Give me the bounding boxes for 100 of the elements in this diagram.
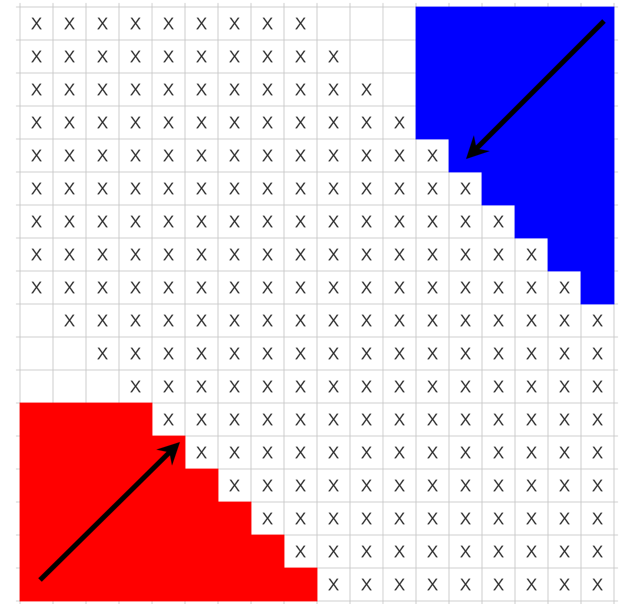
cell-mark: X xyxy=(328,546,339,558)
cell-mark: X xyxy=(526,480,537,492)
cell-mark: X xyxy=(64,314,75,326)
cell-mark: X xyxy=(394,348,405,360)
cell-mark: X xyxy=(31,50,42,62)
cell-mark: X xyxy=(229,414,240,426)
cell-mark: X xyxy=(196,248,207,260)
cell-mark: X xyxy=(64,18,75,30)
cell-mark: X xyxy=(31,282,42,294)
cell-mark: X xyxy=(559,480,570,492)
cell-mark: X xyxy=(262,116,273,128)
cell-mark: X xyxy=(64,50,75,62)
cell-mark: X xyxy=(196,380,207,392)
cell-mark: X xyxy=(229,380,240,392)
cell-mark: X xyxy=(163,116,174,128)
cell-mark: X xyxy=(493,578,504,590)
cell-mark: X xyxy=(262,414,273,426)
cell-mark: X xyxy=(130,216,141,228)
cell-mark: X xyxy=(196,348,207,360)
cell-mark: X xyxy=(130,84,141,96)
cell-mark: X xyxy=(196,282,207,294)
cell-mark: X xyxy=(361,84,372,96)
cell-mark: X xyxy=(361,380,372,392)
cell-mark: X xyxy=(229,116,240,128)
cell-mark: X xyxy=(460,546,471,558)
cell-mark: X xyxy=(460,314,471,326)
cell-mark: X xyxy=(526,578,537,590)
cell-mark: X xyxy=(592,314,603,326)
cell-mark: X xyxy=(163,314,174,326)
cell-mark: X xyxy=(526,380,537,392)
cell-mark: X xyxy=(361,546,372,558)
cell-mark: X xyxy=(196,150,207,162)
cell-mark: X xyxy=(130,314,141,326)
cell-mark: X xyxy=(229,282,240,294)
cell-mark: X xyxy=(328,50,339,62)
cell-mark: X xyxy=(460,480,471,492)
cell-mark: X xyxy=(328,248,339,260)
cell-mark: X xyxy=(163,150,174,162)
cell-mark: X xyxy=(163,282,174,294)
cell-mark: X xyxy=(97,150,108,162)
cell-mark: X xyxy=(229,348,240,360)
cell-mark: X xyxy=(361,216,372,228)
cell-mark: X xyxy=(262,380,273,392)
cell-mark: X xyxy=(31,182,42,194)
cell-mark: X xyxy=(295,248,306,260)
cell-mark: X xyxy=(163,18,174,30)
cell-mark: X xyxy=(163,84,174,96)
cell-mark: X xyxy=(493,414,504,426)
cell-mark: X xyxy=(163,414,174,426)
cell-mark: X xyxy=(493,216,504,228)
cell-mark: X xyxy=(196,314,207,326)
cell-mark: X xyxy=(31,116,42,128)
cell-mark: X xyxy=(328,116,339,128)
cell-mark: X xyxy=(493,480,504,492)
cell-mark: X xyxy=(97,18,108,30)
cell-mark: X xyxy=(64,248,75,260)
cell-mark: X xyxy=(493,348,504,360)
cell-mark: X xyxy=(262,50,273,62)
cell-mark: X xyxy=(262,480,273,492)
cell-mark: X xyxy=(427,182,438,194)
cell-mark: X xyxy=(592,512,603,524)
cell-mark: X xyxy=(31,84,42,96)
cell-mark: X xyxy=(592,546,603,558)
cell-mark: X xyxy=(262,512,273,524)
cell-mark: X xyxy=(427,546,438,558)
cell-mark: X xyxy=(295,414,306,426)
cell-mark: X xyxy=(361,578,372,590)
cell-mark: X xyxy=(262,282,273,294)
cell-mark: X xyxy=(493,380,504,392)
cell-mark: X xyxy=(592,414,603,426)
cell-mark: X xyxy=(328,480,339,492)
cell-mark: X xyxy=(526,248,537,260)
cell-mark: X xyxy=(361,446,372,458)
cell-mark: X xyxy=(163,248,174,260)
cell-mark: X xyxy=(394,512,405,524)
cell-mark: X xyxy=(592,348,603,360)
cell-mark: X xyxy=(328,512,339,524)
cell-mark: X xyxy=(229,314,240,326)
cell-mark: X xyxy=(460,446,471,458)
cell-mark: X xyxy=(493,314,504,326)
cell-mark: X xyxy=(163,50,174,62)
cell-mark: X xyxy=(361,348,372,360)
cell-mark: X xyxy=(394,116,405,128)
cell-mark: X xyxy=(361,512,372,524)
cell-mark: X xyxy=(64,116,75,128)
cell-mark: X xyxy=(361,248,372,260)
cell-mark: X xyxy=(97,116,108,128)
cell-mark: X xyxy=(328,314,339,326)
cell-mark: X xyxy=(229,216,240,228)
cell-mark: X xyxy=(97,314,108,326)
cell-mark: X xyxy=(130,18,141,30)
cell-mark: X xyxy=(196,216,207,228)
cell-mark: X xyxy=(295,446,306,458)
cell-mark: X xyxy=(427,578,438,590)
cell-mark: X xyxy=(163,216,174,228)
cell-mark: X xyxy=(196,18,207,30)
cell-mark: X xyxy=(97,216,108,228)
cell-mark: X xyxy=(262,248,273,260)
cell-mark: X xyxy=(295,150,306,162)
cell-mark: X xyxy=(328,380,339,392)
